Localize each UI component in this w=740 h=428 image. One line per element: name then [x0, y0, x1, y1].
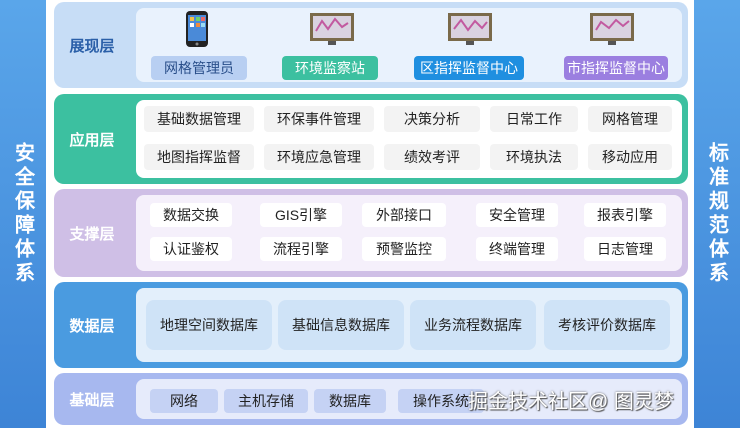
standard-system-bar: 标准规范体系: [694, 0, 740, 428]
district-command-center-chip: 区指挥监督中心: [414, 56, 524, 80]
watermark: 掘金技术社区@ 图灵梦: [468, 391, 674, 413]
app-item: 基础数据管理: [144, 106, 254, 132]
database-item: 基础信息数据库: [278, 300, 404, 350]
display-layer: 展现层: [54, 2, 688, 88]
data-layer: 数据层 地理空间数据库 基础信息数据库 业务流程数据库 考核评价数据库: [54, 282, 688, 368]
security-system-bar: 安全保障体系: [0, 0, 46, 428]
support-item: 日志管理: [584, 237, 666, 261]
display-layer-panel: 网格管理员 环境监察站 区指挥监督中心 市指挥监督中心: [136, 8, 682, 82]
database-item: 地理空间数据库: [146, 300, 272, 350]
data-layer-title: 数据层: [69, 317, 115, 335]
monitor-screen-icon: [590, 13, 634, 45]
app-item: 绩效考评: [384, 144, 480, 170]
app-item: 环境执法: [490, 144, 578, 170]
base-layer-title: 基础层: [69, 391, 115, 409]
support-item: 报表引擎: [584, 203, 666, 227]
support-item: GIS引擎: [260, 203, 342, 227]
support-item: 预警监控: [362, 237, 446, 261]
application-layer-panel: 基础数据管理 环保事件管理 决策分析 日常工作 网格管理 地图指挥监督 环境应急…: [136, 100, 682, 178]
display-layer-title: 展现层: [69, 37, 115, 55]
grid-manager-chip: 网格管理员: [151, 56, 247, 80]
support-layer-title: 支撑层: [69, 225, 115, 243]
application-layer-title: 应用层: [69, 131, 115, 149]
app-item: 移动应用: [588, 144, 672, 170]
app-item: 日常工作: [490, 106, 578, 132]
database-item: 考核评价数据库: [544, 300, 670, 350]
support-layer-panel: 数据交换 GIS引擎 外部接口 安全管理 报表引擎 认证鉴权 流程引擎 预警监控…: [136, 195, 682, 271]
infrastructure-item: 数据库: [314, 389, 386, 413]
app-item: 环保事件管理: [264, 106, 374, 132]
environment-station-chip: 环境监察站: [282, 56, 378, 80]
infrastructure-item: 网络: [150, 389, 218, 413]
support-item: 流程引擎: [260, 237, 342, 261]
support-item: 终端管理: [476, 237, 558, 261]
city-command-center-chip: 市指挥监督中心: [564, 56, 668, 80]
application-layer: 应用层 基础数据管理 环保事件管理 决策分析 日常工作 网格管理 地图指挥监督 …: [54, 94, 688, 184]
support-item: 安全管理: [476, 203, 558, 227]
infrastructure-item: 操作系统: [398, 389, 484, 413]
support-item: 认证鉴权: [150, 237, 232, 261]
infrastructure-item: 主机存储: [224, 389, 308, 413]
app-item: 决策分析: [384, 106, 480, 132]
base-layer-panel: 网络 主机存储 数据库 操作系统: [136, 379, 682, 419]
base-layer: 基础层 网络 主机存储 数据库 操作系统: [54, 373, 688, 425]
support-item: 数据交换: [150, 203, 232, 227]
monitor-screen-icon: [448, 13, 492, 45]
support-item: 外部接口: [362, 203, 446, 227]
database-item: 业务流程数据库: [410, 300, 536, 350]
app-item: 地图指挥监督: [144, 144, 254, 170]
app-item: 网格管理: [588, 106, 672, 132]
data-layer-panel: 地理空间数据库 基础信息数据库 业务流程数据库 考核评价数据库: [136, 288, 682, 362]
mobile-phone-icon: [186, 11, 208, 47]
monitor-screen-icon: [310, 13, 354, 45]
support-layer: 支撑层 数据交换 GIS引擎 外部接口 安全管理 报表引擎 认证鉴权 流程引擎 …: [54, 189, 688, 277]
app-item: 环境应急管理: [264, 144, 374, 170]
